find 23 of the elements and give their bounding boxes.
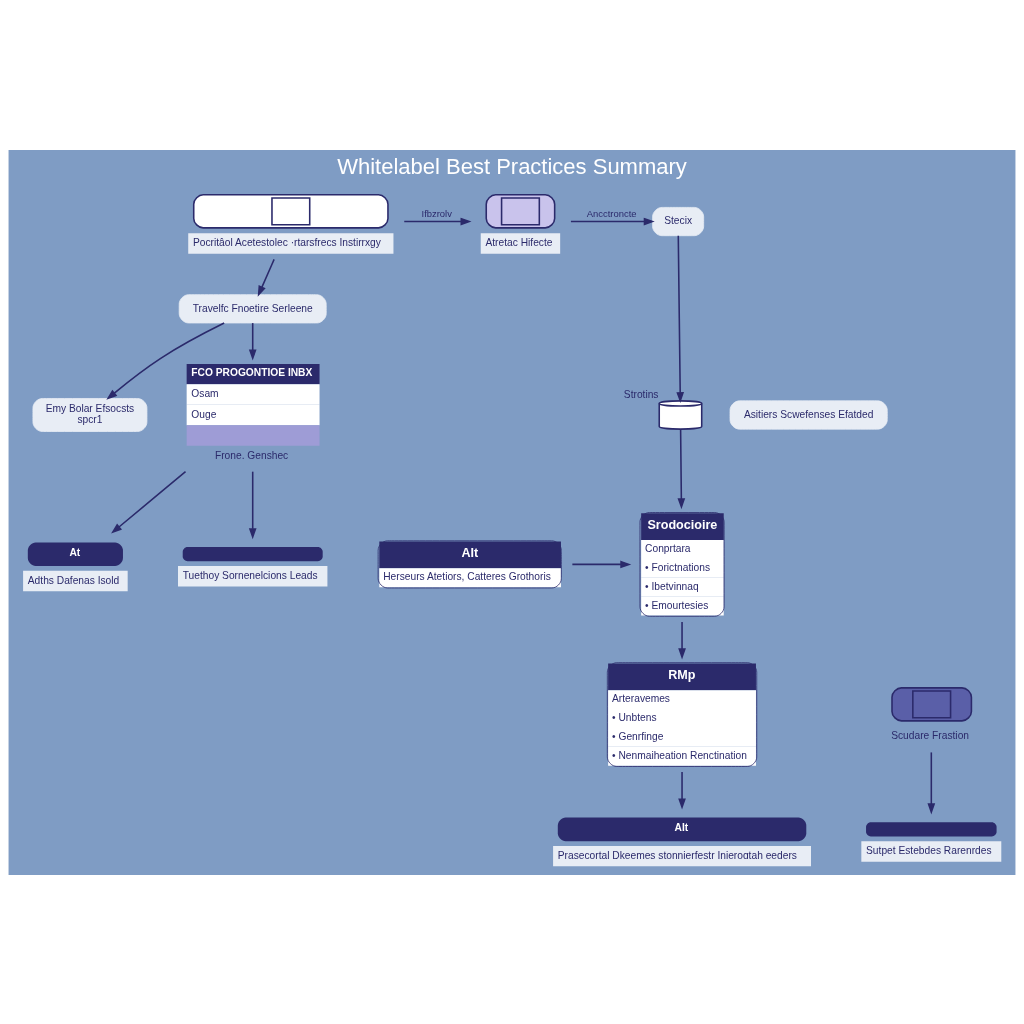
arrow <box>678 770 686 809</box>
arrow <box>927 751 936 814</box>
arrow <box>678 620 686 659</box>
arrow <box>570 217 655 225</box>
node-box: Asitiers Scwefenses Efatded <box>729 399 888 430</box>
arrow <box>248 321 257 361</box>
node-box: Emy Bolar Efsocsts spcr1 <box>32 397 148 432</box>
node-label: Scudare Frastion <box>891 729 970 741</box>
arrow <box>571 560 632 568</box>
arrow <box>403 217 472 225</box>
arrow <box>111 470 187 534</box>
arrow <box>248 470 257 539</box>
arrow <box>257 258 275 297</box>
node-box: Stecix <box>652 206 705 236</box>
node-label: Strotins <box>623 388 659 400</box>
diagram-title: Whitelabel Best Practices Summary <box>337 153 687 179</box>
edge-label: Ifbzrolv <box>421 207 452 219</box>
arrow <box>676 234 685 403</box>
node-box: Travelfc Fnoetire Serleene <box>178 293 327 323</box>
edge-label: Ancctroncte <box>586 207 637 219</box>
node-label: Frone. Genshec <box>214 449 289 461</box>
arrow <box>106 321 225 400</box>
arrow <box>677 427 686 509</box>
